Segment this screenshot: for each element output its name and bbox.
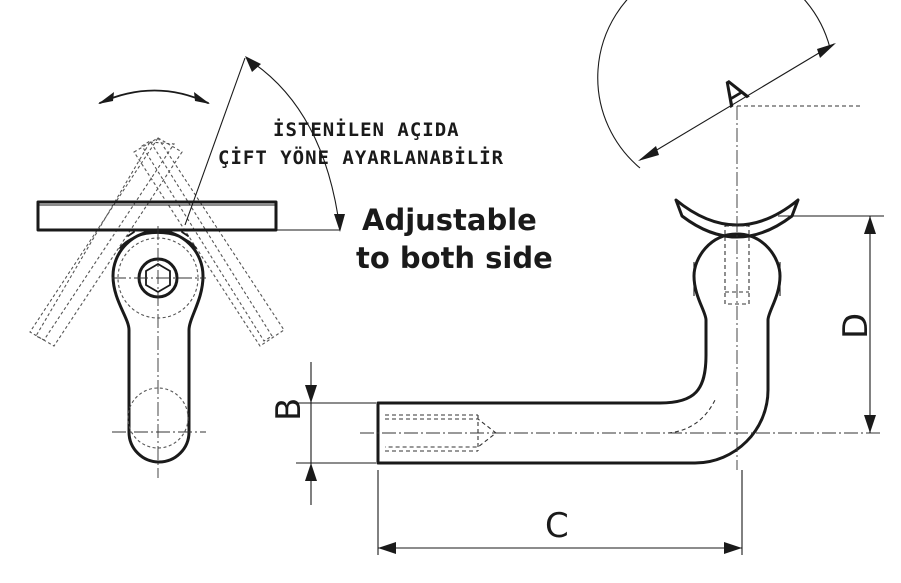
handrail-circle bbox=[597, 0, 831, 169]
dimension-label-d: D bbox=[836, 313, 876, 339]
tilted-plate-right-ghost bbox=[29, 137, 183, 347]
tilted-plate-left-ghost bbox=[133, 137, 285, 347]
note-english-line2: to both side bbox=[356, 241, 553, 275]
note-turkish-line1: İSTENİLEN AÇIDA bbox=[273, 117, 460, 141]
dimension-a: A bbox=[638, 43, 836, 161]
dimension-b: B bbox=[269, 362, 376, 505]
l-arm bbox=[376, 232, 782, 465]
dimension-label-a: A bbox=[714, 70, 755, 116]
dimension-d: D bbox=[778, 215, 884, 433]
side-view-bracket bbox=[29, 89, 340, 478]
dimension-label-c: C bbox=[545, 506, 569, 546]
note-turkish-line2: ÇİFT YÖNE AYARLANABİLİR bbox=[218, 145, 504, 169]
front-view-bracket bbox=[360, 0, 880, 470]
dimension-c: C bbox=[377, 470, 743, 555]
dimension-label-b: B bbox=[269, 398, 309, 421]
angle-leader bbox=[184, 56, 345, 232]
top-plate bbox=[36, 200, 278, 232]
arm-body bbox=[111, 229, 205, 464]
rotation-arrow bbox=[99, 89, 209, 104]
saddle-pad bbox=[674, 198, 800, 239]
note-english-line1: Adjustable bbox=[362, 203, 537, 237]
